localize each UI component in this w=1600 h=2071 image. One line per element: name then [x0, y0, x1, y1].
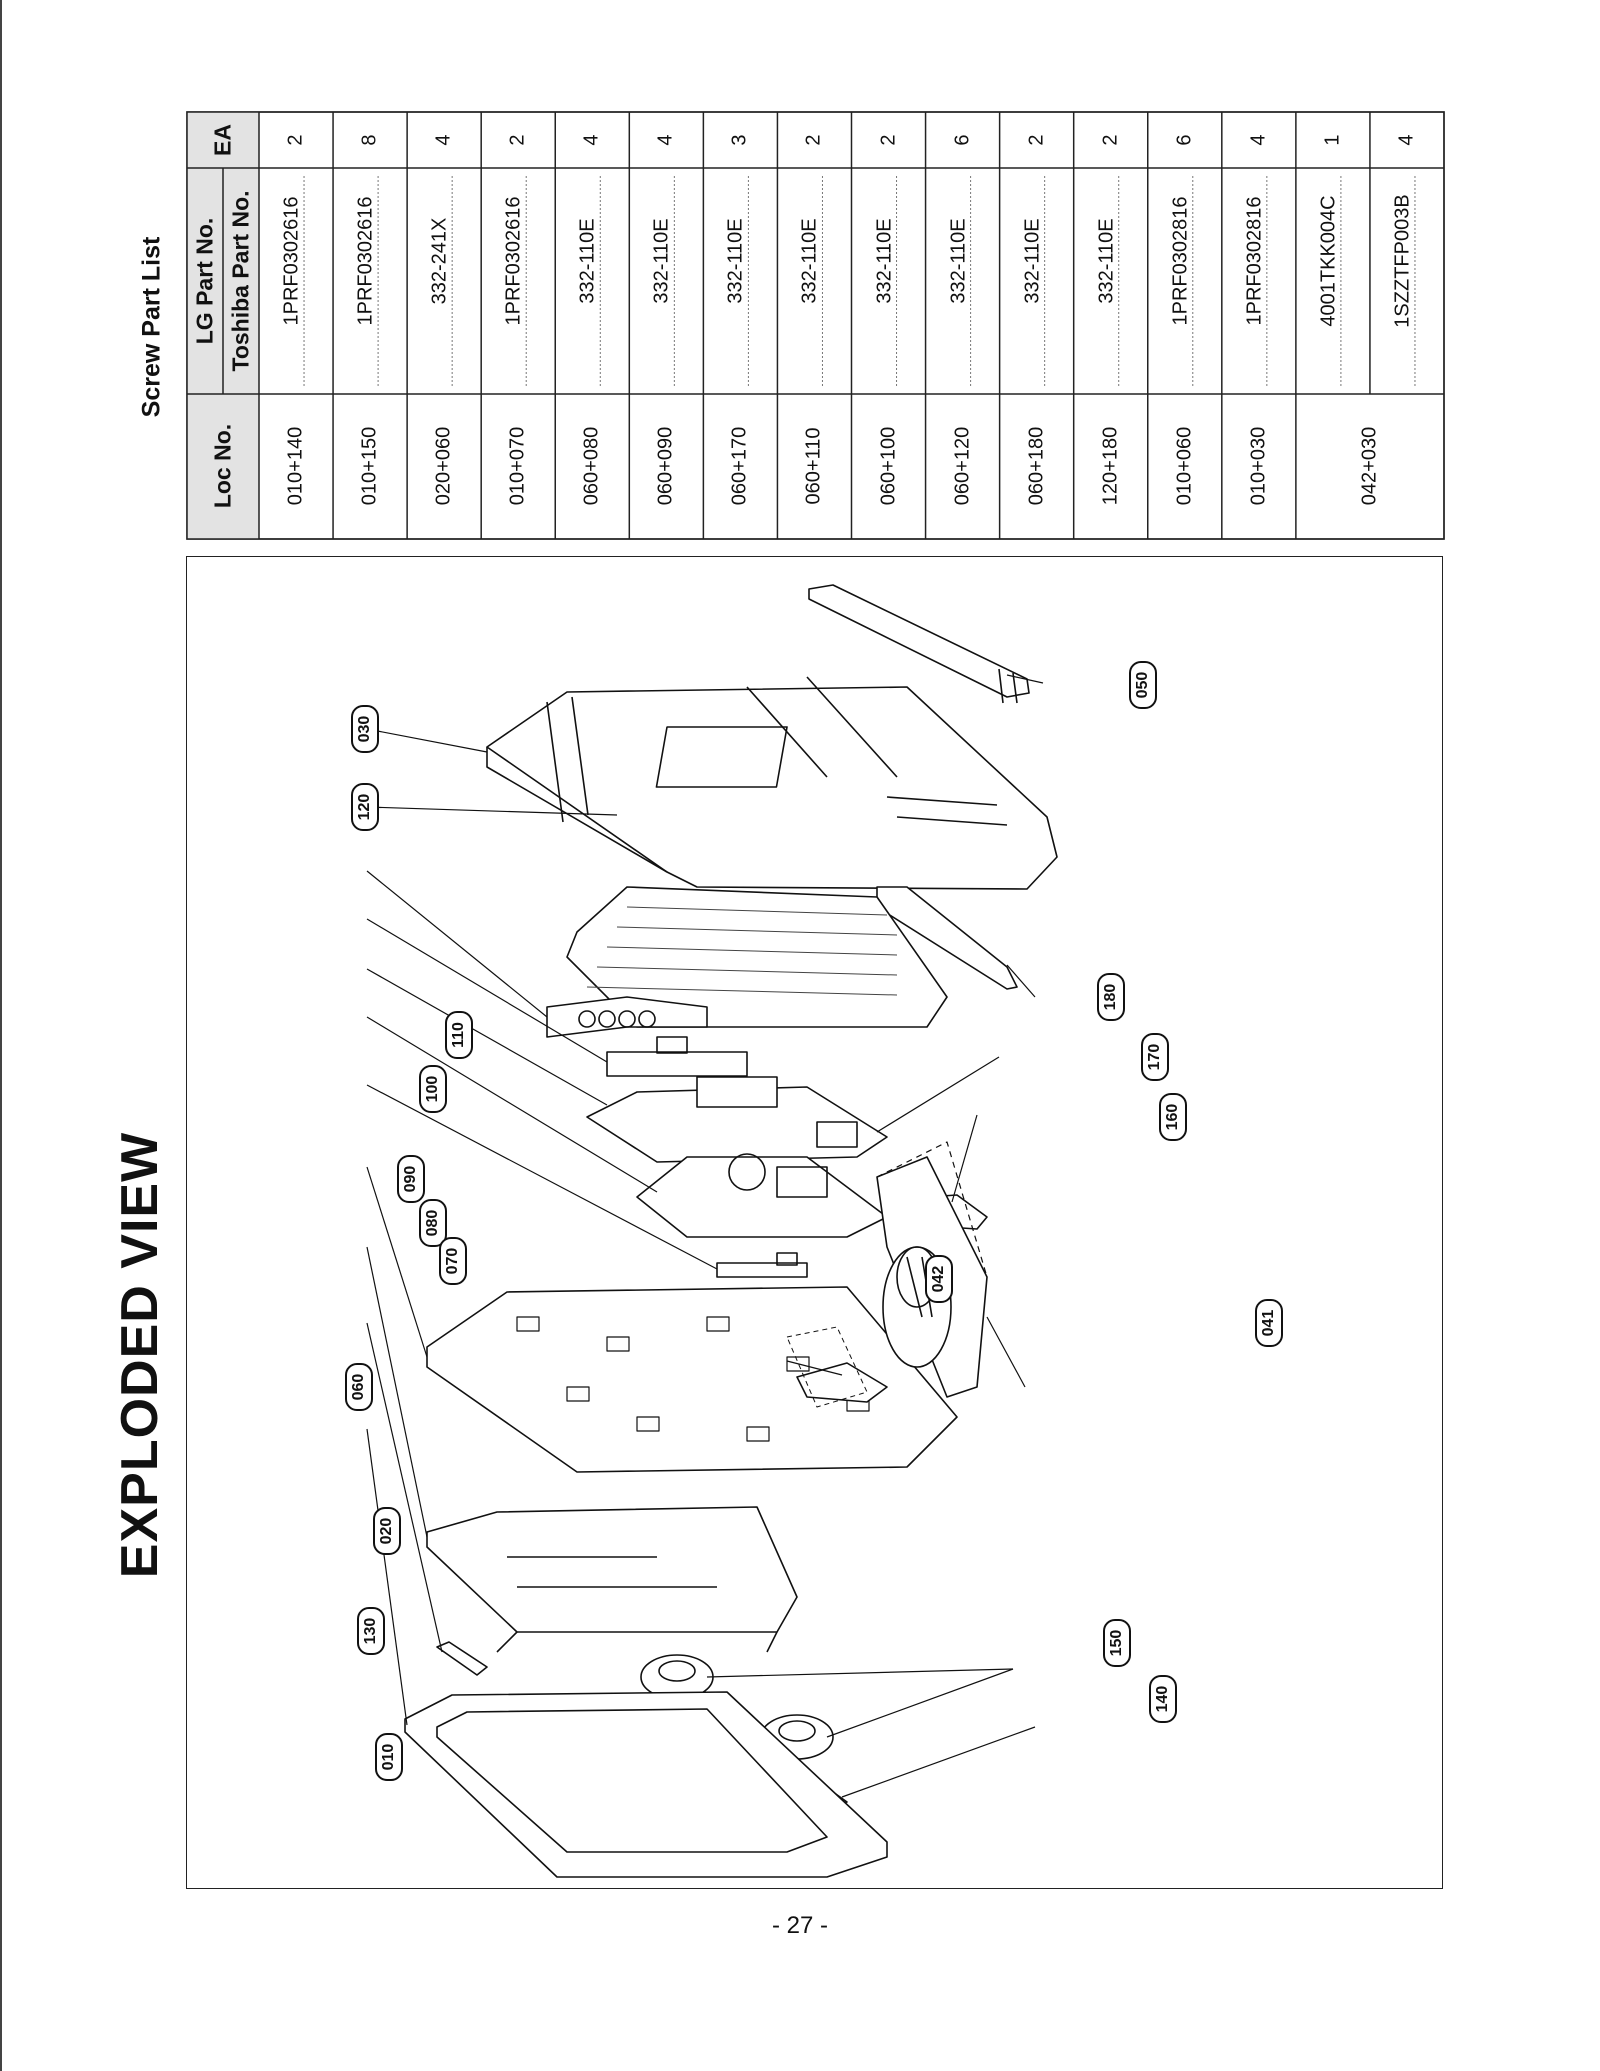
- loc-cell: 060+110: [802, 427, 825, 505]
- part-no-cell: 332-110E: [576, 218, 599, 304]
- part-060-chassis: [426, 1286, 958, 1473]
- ea-cell: 6: [951, 134, 974, 146]
- callout-090: 090: [397, 1155, 425, 1203]
- part-100-board: [606, 1036, 748, 1077]
- part-050-cover: [808, 584, 1030, 704]
- callout-170: 170: [1141, 1033, 1169, 1081]
- page-number: - 27 -: [771, 1912, 828, 1939]
- ea-cell: 2: [802, 134, 825, 146]
- callout-140: 140: [1149, 1675, 1177, 1723]
- leader-lines: [366, 674, 1044, 1798]
- loc-cell: 010+030: [1247, 426, 1270, 506]
- part-no-cell: 1PRF0302616: [280, 196, 303, 326]
- exploded-view-diagram: 030 050 120 180 110 100 170 160 090 080 …: [186, 556, 1443, 1889]
- header-lg-part: LG Part No.: [191, 217, 218, 345]
- loc-cell: 060+090: [654, 426, 677, 506]
- part-120-shield: [566, 886, 948, 1028]
- screw-list-title: Screw Part List: [137, 236, 166, 418]
- part-no-cell: 332-110E: [798, 218, 821, 304]
- part-070-connector-board: [716, 1252, 808, 1278]
- callout-100: 100: [419, 1065, 447, 1113]
- callout-060: 060: [345, 1363, 373, 1411]
- table-grid: [186, 111, 1445, 540]
- ea-cell: 4: [654, 134, 677, 146]
- page-title: EXPLODED VIEW: [111, 1131, 169, 1579]
- callout-030: 030: [351, 705, 379, 753]
- part-090-main-board: [586, 1076, 888, 1163]
- part-no-cell: 1PRF0302816: [1243, 196, 1266, 326]
- callout-050: 050: [1129, 661, 1157, 709]
- ea-cell: 8: [358, 134, 381, 146]
- part-030-rear-cabinet: [486, 676, 1058, 890]
- callout-150: 150: [1103, 1619, 1131, 1667]
- part-080-power-board: [636, 1153, 888, 1238]
- part-no-cell: 332-110E: [873, 218, 896, 304]
- screw-part-table: EA LG Part No. Toshiba Part No. Loc No. …: [186, 111, 1445, 540]
- part-no-cell: 332-110E: [724, 218, 747, 304]
- ea-cell: 4: [580, 134, 603, 146]
- ea-cell: 4: [1395, 134, 1418, 146]
- part-no-cell: 1PRF0302816: [1169, 196, 1192, 326]
- loc-cell: 120+180: [1099, 426, 1122, 506]
- loc-cell: 010+140: [284, 426, 307, 506]
- ea-cell: 4: [1247, 134, 1270, 146]
- page-border: [0, 0, 2, 2071]
- part-110-jack-bracket: [546, 996, 708, 1038]
- ea-cell: 1: [1321, 134, 1344, 146]
- callout-180: 180: [1097, 973, 1125, 1021]
- ea-cell: 2: [1025, 134, 1048, 146]
- callout-110: 110: [445, 1011, 473, 1059]
- ea-cell: 6: [1173, 134, 1196, 146]
- header-toshiba-part: Toshiba Part No.: [227, 190, 254, 372]
- part-no-cell: 332-110E: [1021, 218, 1044, 304]
- loc-cell: 010+070: [506, 426, 529, 506]
- loc-cell: 010+060: [1173, 426, 1196, 506]
- ea-cell: 2: [284, 134, 307, 146]
- callout-160: 160: [1159, 1093, 1187, 1141]
- callout-042: 042: [925, 1255, 953, 1303]
- loc-cell: 060+080: [580, 426, 603, 506]
- ea-cell: 3: [728, 134, 751, 146]
- loc-cell: 060+100: [877, 426, 900, 506]
- part-no-cell: 1SZZTFP003B: [1391, 194, 1414, 328]
- callout-010: 010: [375, 1733, 403, 1781]
- ea-cell: 2: [877, 134, 900, 146]
- part-no-cell: 332-241X: [428, 217, 451, 305]
- header-ea: EA: [209, 124, 236, 156]
- loc-cell: 042+030: [1358, 426, 1381, 506]
- loc-cell: 060+180: [1025, 426, 1048, 506]
- loc-cell: 060+120: [951, 426, 974, 506]
- ea-cell: 2: [506, 134, 529, 146]
- part-010-front-bezel: [404, 1691, 888, 1878]
- callout-120: 120: [351, 783, 379, 831]
- loc-cell: 060+170: [728, 426, 751, 506]
- callout-041: 041: [1255, 1299, 1283, 1347]
- part-no-cell: 4001TKK004C: [1317, 195, 1340, 327]
- header-loc: Loc No.: [209, 423, 236, 509]
- exploded-drawing: [366, 584, 1058, 1878]
- loc-cell: 020+060: [432, 426, 455, 506]
- part-no-cell: 332-110E: [650, 218, 673, 304]
- part-no-cell: 332-110E: [947, 218, 970, 304]
- part-130-strip: [436, 1641, 488, 1676]
- part-no-cell: 332-110E: [1095, 218, 1118, 304]
- ea-cell: 4: [432, 134, 455, 146]
- callout-070: 070: [439, 1237, 467, 1285]
- loc-cell: 010+150: [358, 426, 381, 506]
- part-042-stand-bracket: [786, 1326, 888, 1408]
- callout-130: 130: [357, 1607, 385, 1655]
- part-no-cell: 1PRF0302616: [354, 196, 377, 326]
- ea-cell: 2: [1099, 134, 1122, 146]
- part-no-cell: 1PRF0302616: [502, 196, 525, 326]
- callout-020: 020: [373, 1507, 401, 1555]
- part-020-lcd-panel: [426, 1506, 798, 1653]
